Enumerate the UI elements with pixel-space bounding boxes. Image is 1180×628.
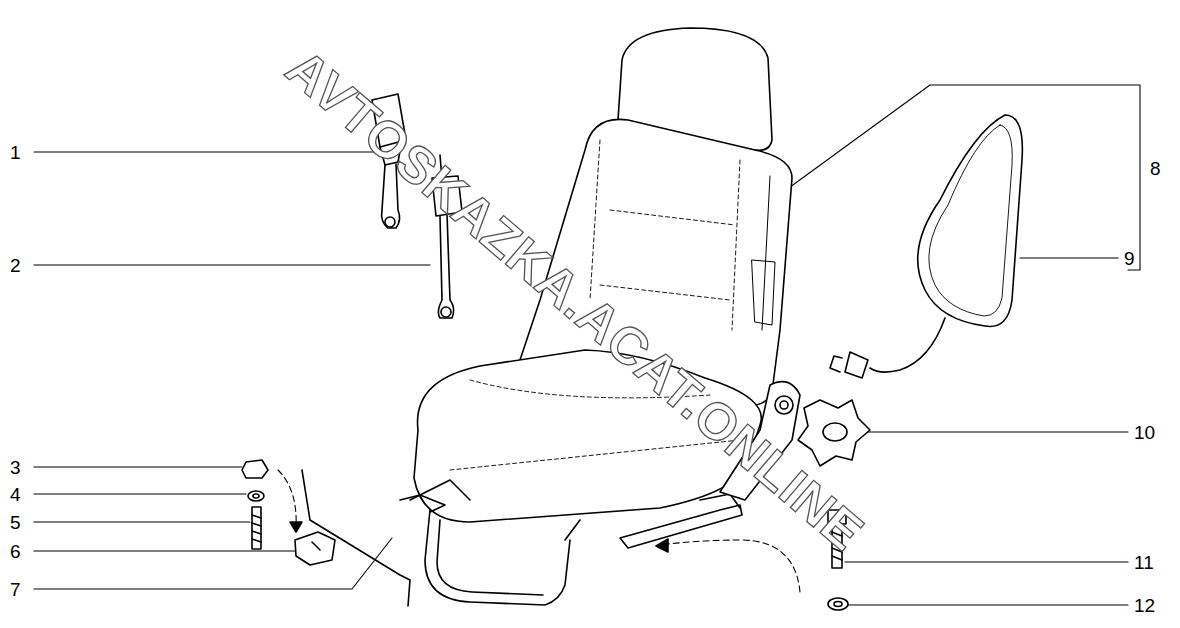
adjust-rod bbox=[302, 470, 410, 606]
recliner-knob bbox=[798, 400, 870, 466]
callout-number: 7 bbox=[10, 580, 21, 599]
assembly-arrows bbox=[278, 470, 800, 592]
callout-number: 3 bbox=[10, 458, 21, 477]
callout-number: 6 bbox=[10, 542, 21, 561]
callout-number: 11 bbox=[1134, 553, 1154, 572]
side-airbag bbox=[830, 115, 1022, 378]
seat-frame bbox=[400, 480, 742, 605]
callout-number: 9 bbox=[1124, 249, 1135, 268]
callout-number: 8 bbox=[1150, 159, 1161, 178]
callout-number: 1 bbox=[10, 143, 21, 162]
callout-number: 5 bbox=[10, 513, 21, 532]
callout-number: 12 bbox=[1134, 596, 1155, 615]
callout-number: 4 bbox=[10, 485, 21, 504]
fasteners bbox=[242, 460, 335, 565]
callout-number: 10 bbox=[1134, 423, 1155, 442]
callout-number: 2 bbox=[10, 256, 21, 275]
